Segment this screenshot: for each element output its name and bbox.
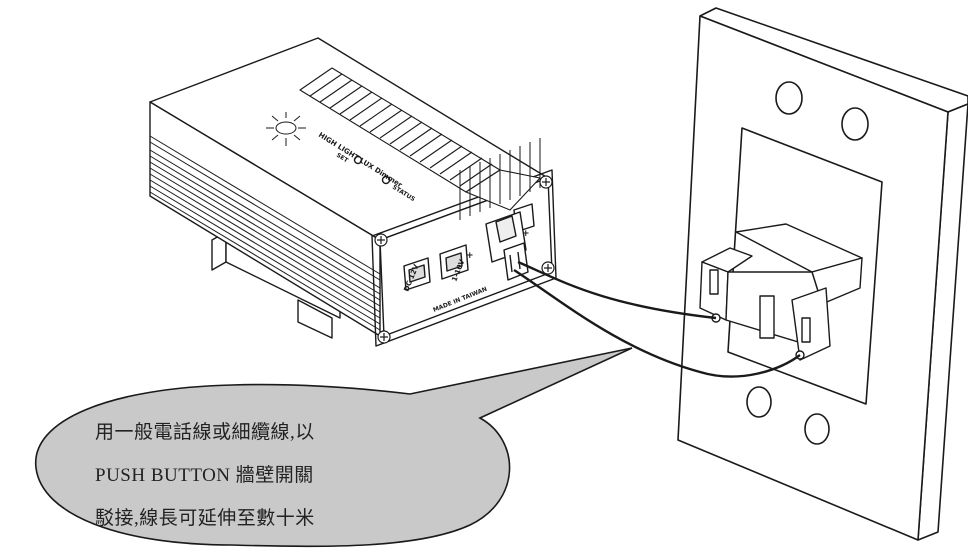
connecting-wires [513, 260, 801, 378]
plus-label: + [466, 251, 474, 261]
speech-bubble [35, 347, 633, 548]
push-button-switch [699, 223, 863, 361]
screw-icons [374, 175, 555, 344]
mount-hole-bl [746, 386, 772, 418]
rj-jack-dc [403, 257, 431, 291]
callout-line-3: 駁接,線長可延伸至數十米 [95, 508, 315, 529]
heatsink-fins [299, 67, 541, 211]
status-indicator [381, 175, 391, 185]
terminal-plug [485, 211, 529, 281]
wire-black-2 [513, 268, 801, 378]
mount-hole-tl [775, 81, 803, 115]
mount-hole-tr [841, 107, 869, 141]
callout-line-1: 用一般電話線或細纜線,以 [95, 422, 315, 443]
led-sun-icon [266, 112, 306, 146]
callout-line-2: PUSH BUTTON 牆壁開關 [95, 465, 314, 486]
rj-jack-dim [439, 244, 469, 280]
set-indicator [353, 155, 363, 165]
side-vent-lines [149, 135, 381, 331]
plus-label-2: + [522, 229, 530, 239]
dimmer-device [149, 37, 557, 347]
mount-hole-br [804, 413, 830, 445]
wire-black [517, 260, 717, 320]
